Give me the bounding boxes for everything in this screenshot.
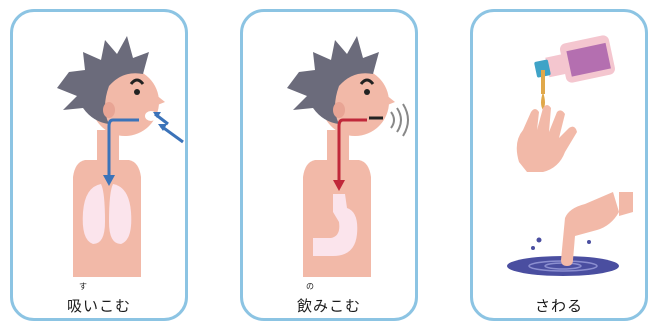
card-swallow[interactable]: の 飲みこむ (240, 9, 418, 321)
swallow-illustration-icon (243, 12, 415, 318)
touch-illustration-icon (473, 12, 645, 318)
card-inhale[interactable]: す 吸いこむ (10, 9, 188, 321)
caption-touch: さわる (473, 295, 645, 316)
caption-ruby: す (79, 281, 87, 292)
caption-ruby: の (306, 281, 314, 292)
inhale-illustration-icon (13, 12, 185, 318)
card-touch[interactable]: さわる (470, 9, 648, 321)
caption-swallow: 飲みこむ (243, 295, 415, 316)
caption-inhale: 吸いこむ (13, 295, 185, 316)
